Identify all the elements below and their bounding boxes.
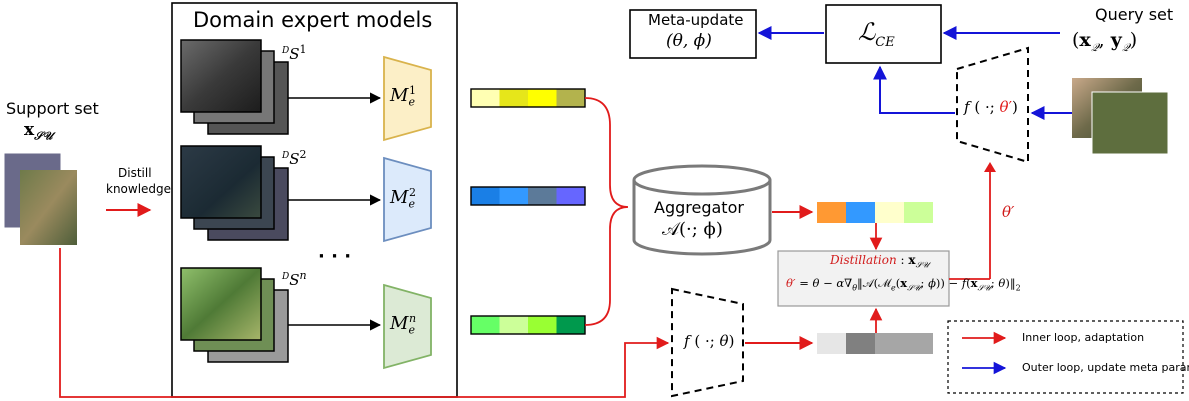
feature-cell-bar3-1 [499,316,528,334]
feature-cell-bar2-1 [499,187,528,205]
feature-cell-agg-3 [904,202,933,223]
domain-2-images [180,145,289,241]
distill-label-1: Distill [118,166,152,180]
domain-ellipsis: · · · [318,246,352,267]
aggregator-name: Aggregator [654,198,744,217]
query-set-label: Query set [1095,5,1174,24]
domain-1-images [180,39,289,135]
expert-model-n-shape [383,283,432,370]
distillation-title: Distillation : x𝒮𝒰 [830,253,929,270]
feature-cell-small-2 [875,333,904,354]
loss-box [825,4,942,64]
feature-cell-bar1-2 [528,89,557,107]
model-fprime-shape [956,46,1029,164]
expert-model-1-label: Me1 [390,84,416,109]
support-images [3,152,78,246]
meta-update-box [629,9,757,59]
expert-model-n-label: Men [390,312,417,337]
support-set-symbol: x𝒮𝒰 [24,120,53,143]
feature-cell-small-0 [817,333,846,354]
feature-cell-bar1-0 [471,89,500,107]
legend-box [947,320,1184,394]
domain-2-label: DS2 [282,148,307,168]
distill-label-2: knowledge [106,182,172,196]
distillation-box [777,250,950,307]
distillation-formula: θ′ = θ − α∇θ‖𝒜(ℳe(x𝒮𝒰; ϕ)) − f(x𝒮𝒰; θ)‖2 [786,276,1021,293]
aggregator-formula: 𝒜(·; ϕ) [662,219,723,240]
feature-bar-outline-bar2 [470,186,586,206]
feature-cell-bar3-3 [556,316,585,334]
model-ftheta-label: f ( ·; θ) [684,332,735,350]
domain-n-label: DSn [282,269,307,289]
query-set-symbol: (x𝒬, y𝒬) [1072,29,1138,54]
feature-cell-bar1-3 [556,89,585,107]
feature-cell-agg-0 [817,202,846,223]
feature-cell-agg-2 [875,202,904,223]
model-fprime-label: f ( ·; θ′) [964,98,1018,116]
loss-label: ℒCE [858,18,895,50]
expert-model-2-label: Me2 [390,186,416,211]
merge-brace [584,97,629,326]
aggregator-cylinder [632,164,772,256]
arrow-support-to-ftheta [59,248,670,398]
feature-cell-small-3 [904,333,933,354]
feature-cell-bar3-2 [528,316,557,334]
feature-cell-bar2-2 [528,187,557,205]
expert-model-2-shape [383,156,432,243]
feature-cell-small-1 [846,333,875,354]
legend-inner-text: Inner loop, adaptation [1022,331,1145,344]
expert-model-1-shape [383,55,432,142]
meta-update-title: Meta-update [648,11,744,29]
feature-cell-bar1-1 [499,89,528,107]
arrow-fprime-to-loss [873,65,955,114]
legend-outer-text: Outer loop, update meta parameters [1022,361,1189,374]
support-set-label: Support set [6,99,99,118]
domain-1-label: DS1 [282,43,307,63]
feature-cell-bar3-0 [471,316,500,334]
feature-cell-bar2-0 [471,187,500,205]
feature-cell-agg-1 [846,202,875,223]
theta-prime-label: θ′ [1002,203,1015,221]
feature-cell-bar2-3 [556,187,585,205]
model-ftheta-shape [671,287,744,398]
meta-update-params: (θ, ϕ) [666,31,712,51]
query-images [1072,78,1169,155]
expert-models-title: Domain expert models [193,8,433,32]
domain-n-images [180,267,289,363]
